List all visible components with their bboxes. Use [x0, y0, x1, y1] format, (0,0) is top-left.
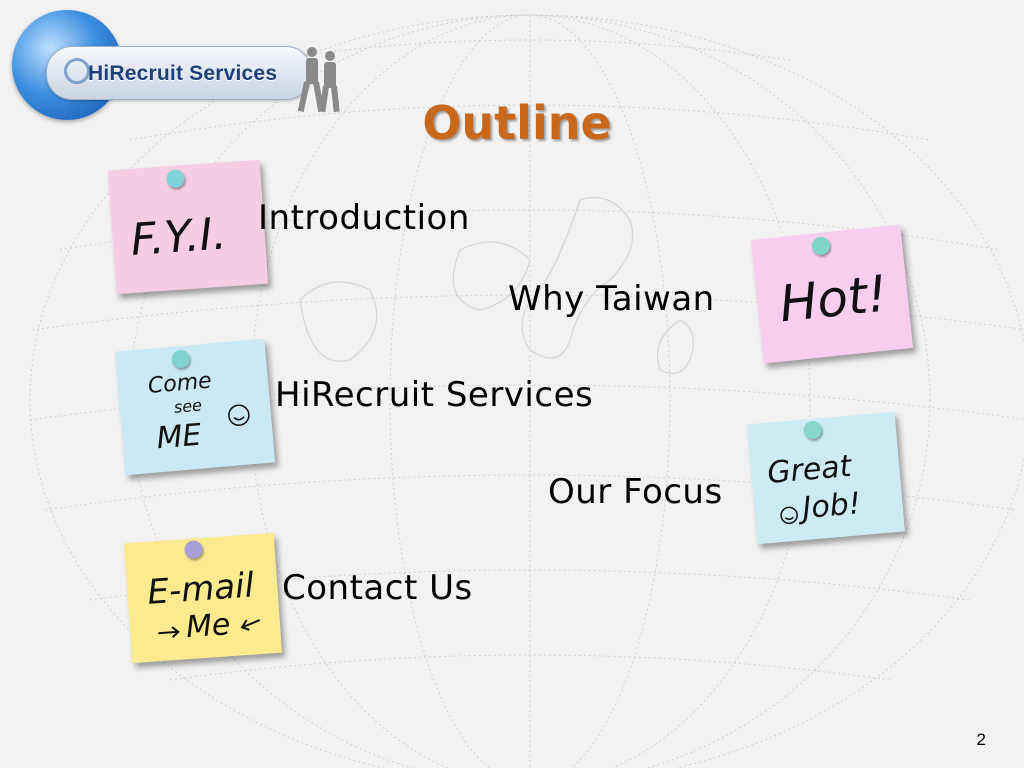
logo-banner — [46, 46, 312, 100]
logo-text: HiRecruit Services — [88, 62, 278, 85]
outline-item-why-taiwan: Why Taiwan — [508, 279, 715, 319]
note-line: Come — [147, 369, 213, 399]
arrow-right-icon — [158, 626, 180, 638]
email-me-sticky-note: E-mail Me — [123, 532, 283, 664]
outline-item-introduction: Introduction — [258, 198, 470, 238]
outline-item-our-focus: Our Focus — [548, 472, 723, 512]
note-line: see — [173, 395, 203, 416]
outline-item-hirecruit-services: HiRecruit Services — [275, 375, 594, 415]
hot-handwriting: Hot! — [777, 264, 890, 333]
arrow-left-icon — [240, 619, 261, 631]
note-line: Me — [185, 607, 232, 645]
slide-title: Outline — [422, 96, 612, 150]
note-line: Job! — [796, 486, 862, 526]
great-job-sticky-note: Great Job! — [747, 411, 905, 545]
smiley-icon — [780, 506, 798, 525]
come-see-me-sticky-note: Come see ME — [114, 338, 276, 476]
smiley-icon — [228, 404, 250, 426]
hot-sticky-note: Hot! — [750, 224, 914, 364]
at-sign-icon — [64, 58, 90, 84]
great-job-handwriting: Great Job! — [766, 449, 862, 527]
walking-people-icon — [298, 47, 340, 113]
note-line: Great — [766, 449, 854, 491]
note-line: Hot! — [777, 264, 890, 333]
fyi-handwriting: F.Y.I. — [129, 208, 228, 266]
company-logo: HiRecruit Services — [8, 4, 348, 124]
page-number: 2 — [976, 730, 986, 749]
email-me-handwriting: E-mail Me — [146, 565, 261, 645]
note-line: F.Y.I. — [129, 208, 228, 266]
outline-item-contact-us: Contact Us — [282, 568, 473, 608]
come-see-me-handwriting: Come see ME — [147, 369, 250, 457]
note-line: ME — [155, 418, 203, 457]
note-line: E-mail — [146, 565, 256, 612]
fyi-sticky-note: F.Y.I. — [107, 159, 269, 295]
